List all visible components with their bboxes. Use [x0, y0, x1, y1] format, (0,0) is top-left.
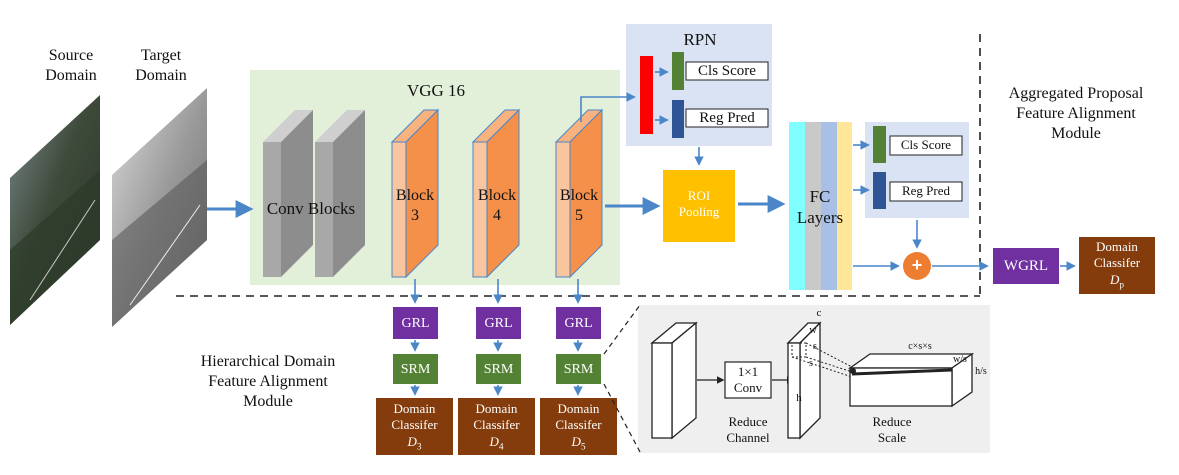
head-reg-bar: [873, 172, 886, 209]
hierarchical-module-label: Hierarchical Domain Feature Alignment Mo…: [200, 353, 336, 410]
target-domain-label: Target Domain: [135, 47, 187, 84]
dim-label-s1: s: [813, 341, 817, 352]
srm-reduced-tensor: [786, 321, 822, 440]
head-cls-bar: [873, 126, 886, 163]
arrow-block5-rpn: [580, 92, 636, 122]
head-reg-label-box: [889, 181, 963, 202]
srm-label-3: SRM: [400, 362, 431, 377]
grl-label-5: GRL: [564, 316, 593, 331]
grl-box-4: [476, 307, 521, 339]
zoom-line-bottom: [603, 383, 641, 453]
rpn-cls-score: Cls Score: [698, 63, 756, 79]
srm-output-stripe: [851, 368, 953, 376]
srm-label-5: SRM: [563, 362, 594, 377]
sum-symbol: +: [911, 255, 923, 275]
zoom-line-top: [603, 304, 641, 355]
rpn-title: RPN: [683, 30, 717, 49]
classifier-box-3: [376, 398, 453, 455]
dim-label-h: h: [796, 392, 802, 404]
classifier-label-4: Domain Classifer D4: [473, 401, 520, 452]
fc-bar-1: [789, 122, 805, 290]
srm-input-tensor: [650, 321, 698, 440]
wgrl-box: [993, 248, 1059, 284]
classifier-label-3: Domain Classifer D3: [391, 401, 438, 452]
classifier-label-5: Domain Classifer D5: [555, 401, 602, 452]
dim-label-w: w: [809, 325, 817, 336]
classifier-box-5: [540, 398, 617, 455]
rpn-reg-pred: Reg Pred: [699, 110, 755, 126]
srm-output-dot: [850, 368, 856, 374]
grl-box-3: [393, 307, 438, 339]
srm-proj-1: [805, 342, 853, 368]
conv-1x1-box: [724, 361, 772, 399]
rpn-cls-label-box: [685, 61, 769, 81]
srm-patch: [791, 342, 807, 358]
grl-box-5: [556, 307, 601, 339]
dim-label-hs: h/s: [975, 366, 987, 377]
rpn-cls-bar: [672, 52, 684, 90]
fc-bar-2: [805, 122, 821, 290]
fc-bar-3: [821, 122, 837, 290]
dim-label-c: c: [816, 307, 822, 319]
srm-proj-2: [805, 356, 853, 373]
block-4-shape: [471, 108, 521, 279]
srm-box-4: [476, 354, 521, 384]
conv-block-1: [263, 110, 313, 277]
wgrl-label: WGRL: [1003, 258, 1049, 274]
source-domain-label: Source Domain: [45, 47, 97, 84]
source-domain-image: [10, 95, 100, 325]
block-5-shape: [554, 108, 604, 279]
roi-pooling-box: [663, 170, 735, 242]
proposal-classifier-box: [1079, 237, 1155, 294]
block-3-shape: [390, 108, 440, 279]
aggregated-module-label: Aggregated Proposal Feature Alignment Mo…: [1008, 85, 1144, 142]
srm-label-4: SRM: [483, 362, 514, 377]
head-cls-score: Cls Score: [900, 137, 952, 152]
classifier-box-4: [458, 398, 535, 455]
vgg-title: VGG 16: [406, 81, 466, 100]
dim-label-s2: s: [809, 358, 813, 369]
head-reg-pred: Reg Pred: [901, 183, 951, 198]
fc-bar-4: [837, 122, 852, 290]
grl-label-4: GRL: [484, 316, 513, 331]
proposal-classifier-label: Domain Classifer Dp: [1093, 239, 1141, 290]
rpn-reg-label-box: [685, 108, 769, 128]
head-cls-label-box: [889, 135, 963, 156]
conv-block-2: [315, 110, 365, 277]
target-domain-image: [112, 88, 207, 327]
dim-label-cxsxs: c×s×s: [908, 341, 932, 352]
srm-proj-3: [791, 356, 853, 378]
srm-box-5: [556, 354, 601, 384]
dim-label-ws: w/s: [953, 354, 967, 365]
grl-label-3: GRL: [401, 316, 430, 331]
sum-node: [903, 252, 931, 280]
srm-box-3: [393, 354, 438, 384]
conv-blocks-label: Conv Blocks: [266, 199, 356, 218]
rpn-reg-bar: [672, 100, 684, 138]
rpn-feature-bar: [640, 56, 653, 134]
